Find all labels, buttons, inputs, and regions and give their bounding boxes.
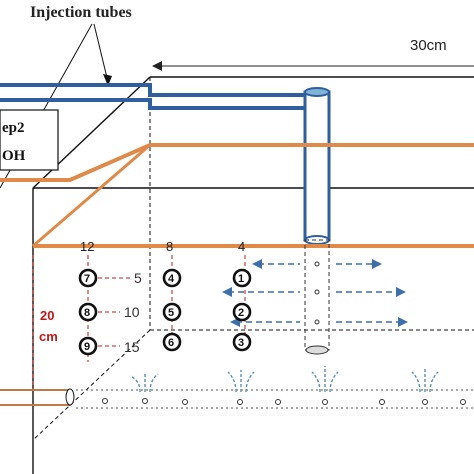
blue-injection-tube-second — [0, 98, 304, 110]
depth-row-guides — [98, 277, 130, 347]
orange-tube-diagonal — [32, 143, 151, 248]
title-pointer-line-2 — [93, 23, 109, 83]
lateral-flow-arrows — [228, 263, 402, 323]
bottom-distribution-pipe — [0, 389, 71, 406]
callout-box — [0, 109, 59, 171]
callout-line-1: ep2 — [2, 120, 25, 136]
column-distance-8: 8 — [166, 239, 173, 254]
probe-bottom — [305, 345, 329, 355]
vertical-injection-tube — [303, 90, 331, 242]
box-bottom-left-edge-hidden — [32, 329, 151, 441]
sampling-point-7: 7 — [84, 273, 90, 285]
lateral-flow-arrowheads — [222, 259, 408, 327]
vertical-tube-top-cap — [304, 87, 330, 97]
column-distance-12: 12 — [80, 239, 94, 254]
upward-flow-fountains — [129, 371, 439, 393]
upward-flow-stems — [144, 366, 426, 392]
depth-tick-10: 10 — [124, 304, 140, 320]
sampling-points — [78, 268, 252, 356]
sampling-point-6: 6 — [168, 337, 174, 349]
bottom-pipe-end — [65, 388, 75, 406]
box-width-label: 30cm — [410, 37, 447, 54]
probe-holes — [314, 261, 320, 325]
column-distance-4: 4 — [238, 239, 245, 254]
title-label: Injection tubes — [30, 4, 132, 21]
depth-unit: cm — [39, 329, 58, 344]
sampling-point-9: 9 — [84, 341, 90, 353]
callout-line-2: OH — [2, 148, 26, 164]
depth-tick-5: 5 — [134, 270, 142, 286]
bottom-pipe-holes — [102, 398, 466, 405]
sampling-point-1: 1 — [238, 273, 244, 285]
sampling-point-5: 5 — [168, 307, 174, 319]
sampling-point-3: 3 — [238, 337, 244, 349]
blue-injection-tube — [0, 83, 316, 97]
orange-tube-upper — [0, 143, 474, 182]
sampling-point-2: 2 — [238, 307, 244, 319]
box-width-arrowhead — [152, 61, 162, 71]
depth-tick-15: 15 — [124, 339, 140, 355]
vertical-tube-probe — [304, 239, 330, 351]
title-pointer-arrowhead — [103, 74, 112, 86]
depth-value: 20 — [40, 308, 54, 323]
sampling-point-4: 4 — [168, 273, 175, 285]
sampling-point-8: 8 — [84, 307, 90, 319]
